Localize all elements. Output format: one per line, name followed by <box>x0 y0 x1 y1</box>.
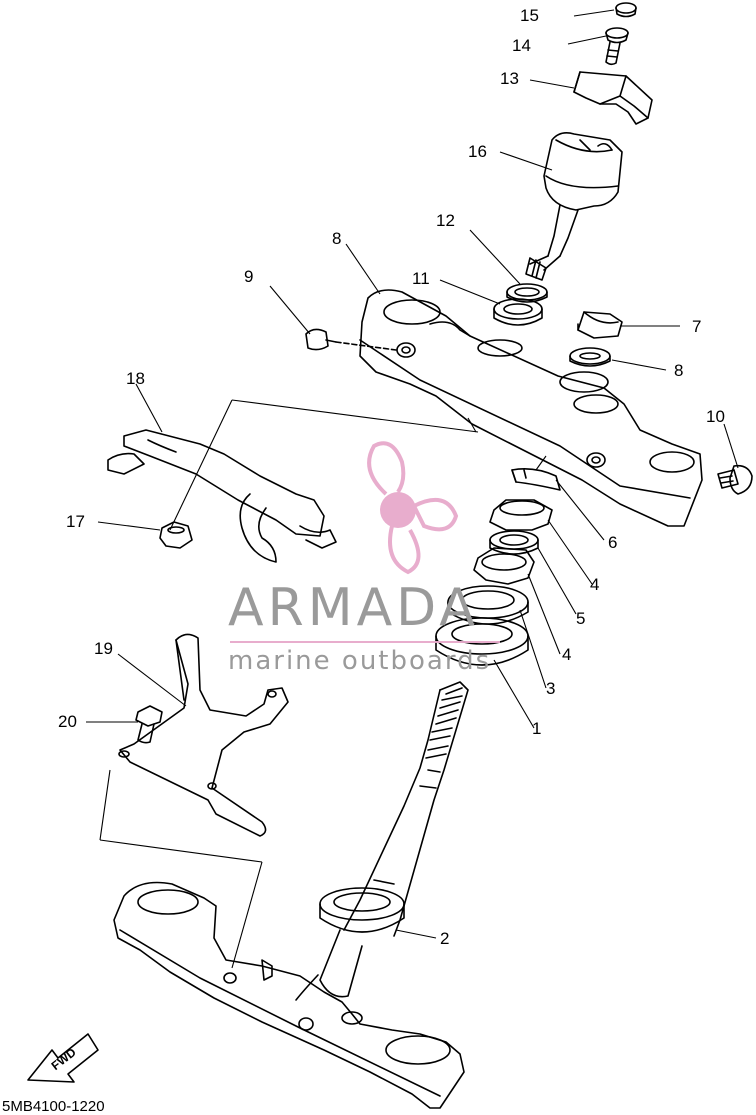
callout-21: 20 <box>58 712 77 731</box>
callout-15: 14 <box>512 36 531 55</box>
callout-2: 2 <box>440 929 450 948</box>
callout-20: 19 <box>94 639 113 658</box>
callout-16: 15 <box>520 6 539 25</box>
callout-4-lower: 4 <box>562 645 572 664</box>
part-14-handlebar-holder-upper <box>573 71 653 125</box>
callout-19: 18 <box>126 369 145 388</box>
callout-17: 16 <box>468 142 487 161</box>
callout-9: 8 <box>332 229 342 248</box>
part-11-bolt <box>717 464 753 495</box>
part-4-ring-nut-lower <box>473 547 535 585</box>
part-7-nut <box>577 311 623 339</box>
fwd-arrow-icon <box>27 1033 99 1083</box>
part-6-lock-washer <box>511 468 561 491</box>
callout-10: 9 <box>244 267 254 286</box>
part-20-bracket <box>118 633 289 837</box>
callout-3: 3 <box>546 679 556 698</box>
leader-lines <box>86 9 739 969</box>
callout-14: 13 <box>500 69 519 88</box>
part-16-cap <box>615 2 637 18</box>
watermark-subtitle: marine outboards <box>228 646 492 676</box>
under-bracket <box>113 881 465 1109</box>
callout-18: 17 <box>66 512 85 531</box>
callout-11: 10 <box>706 407 725 426</box>
part-2-lower-bearing <box>319 887 405 933</box>
part-12-bearing <box>493 298 543 326</box>
part-17-handlebar-holder-lower <box>525 132 623 281</box>
callout-8: 8 <box>674 361 684 380</box>
part-1-bearing <box>435 617 529 666</box>
part-21-bolt <box>135 705 163 744</box>
part-code: 5MB4100-1220 <box>2 1098 105 1115</box>
callout-4-upper: 4 <box>590 575 600 594</box>
part-19-wire-holder <box>107 429 337 563</box>
watermark-logo-icon <box>230 441 500 643</box>
part-10-cap <box>305 328 416 358</box>
part-8-washer <box>569 347 611 367</box>
part-5-rubber-washer <box>489 530 539 555</box>
callout-5: 5 <box>576 609 586 628</box>
part-18-nut <box>159 521 193 549</box>
callout-13: 12 <box>436 211 455 230</box>
callout-7: 7 <box>692 317 702 336</box>
part-9-upper-bracket <box>359 289 703 527</box>
watermark-title: ARMADA <box>228 578 479 638</box>
callout-1: 1 <box>532 719 542 738</box>
callout-12: 11 <box>412 269 430 288</box>
steering-stem <box>295 681 469 1001</box>
callout-6: 6 <box>608 533 618 552</box>
part-15-bolt <box>605 27 629 66</box>
part-4-ring-nut-upper <box>489 499 553 531</box>
